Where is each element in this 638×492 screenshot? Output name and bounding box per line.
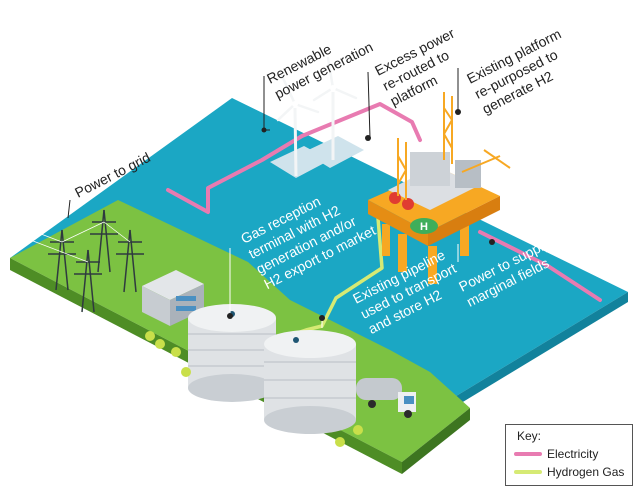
- wind-farm: [270, 56, 364, 178]
- callout-lines: [67, 68, 459, 219]
- renewable-label: Renewablepower generation: [264, 23, 375, 102]
- key-item-label: Electricity: [547, 447, 599, 461]
- control-building: [142, 270, 204, 326]
- electricity-pylons: [19, 209, 144, 313]
- electricity-swatch: [514, 452, 542, 456]
- hydrogen-swatch: [514, 470, 542, 474]
- storage-tank-2: [264, 330, 356, 434]
- key-legend: Key: Electricity Hydrogen Gas: [505, 424, 633, 486]
- storage-tank-1: [188, 304, 276, 402]
- svg-text:Renewablepower generation: Renewablepower generation: [264, 23, 375, 102]
- existing-platform-label: Existing platformre-purposed togenerate …: [464, 25, 579, 117]
- helipad-letter: H: [420, 221, 428, 233]
- key-item-electricity: Electricity: [514, 446, 598, 462]
- trees: [145, 331, 363, 447]
- electricity-lines: [166, 102, 602, 302]
- key-title: Key:: [517, 429, 542, 443]
- key-item-hydrogen: Hydrogen Gas: [514, 464, 624, 480]
- tanker-truck: [356, 378, 416, 418]
- callout-dots: [227, 109, 495, 321]
- offshore-platform: H: [368, 92, 511, 284]
- svg-text:Existing platformre-purposed t: Existing platformre-purposed togenerate …: [464, 25, 579, 117]
- key-item-label: Hydrogen Gas: [547, 465, 625, 479]
